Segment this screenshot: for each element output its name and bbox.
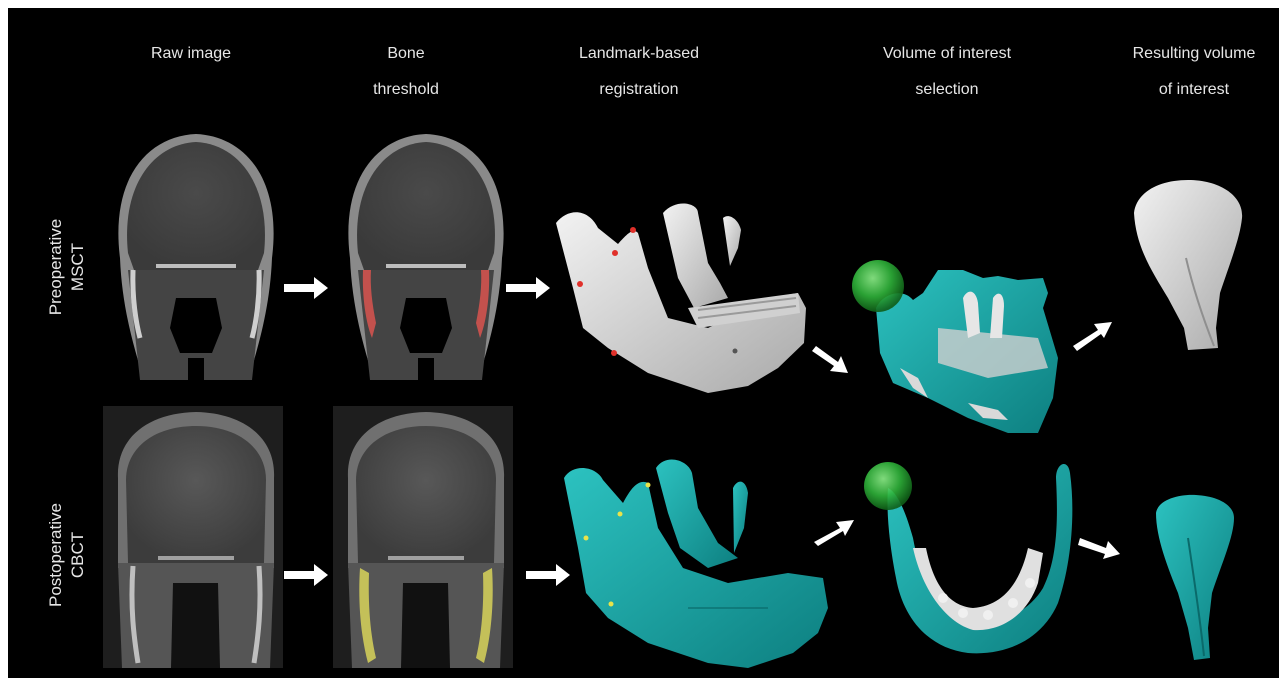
voi-selection-model-pre <box>852 260 1058 433</box>
mandible-model-pre <box>556 204 806 393</box>
arrow-right-icon <box>526 564 570 586</box>
landmark-icon <box>618 512 623 517</box>
ct-slice-raw-post <box>103 406 283 668</box>
ct-slice-threshold-post <box>333 406 513 668</box>
landmark-icon <box>609 602 614 607</box>
condyle-model-post <box>1156 495 1234 660</box>
landmark-icon <box>611 350 617 356</box>
ct-slice-threshold-pre <box>333 128 513 390</box>
voi-selection-model-post <box>864 462 1072 653</box>
arrow-diagonal-down-icon <box>812 346 848 373</box>
mandible-model-post <box>564 460 828 668</box>
arrow-diagonal-up-icon <box>814 520 854 546</box>
figure-graphics <box>8 8 1279 678</box>
arrow-right-icon <box>284 564 328 586</box>
landmark-icon <box>646 483 651 488</box>
figure-panel: Raw image Bone threshold Landmark-based … <box>8 8 1279 678</box>
arrow-right-icon <box>284 277 328 299</box>
landmark-icon <box>577 281 583 287</box>
arrow-diagonal-up-icon <box>1073 322 1112 351</box>
arrow-diagonal-down-icon <box>1078 538 1120 559</box>
landmark-icon <box>612 250 618 256</box>
ct-slice-raw-pre <box>103 128 283 390</box>
landmark-icon <box>584 536 589 541</box>
landmark-icon <box>630 227 636 233</box>
voi-sphere-icon <box>852 260 904 312</box>
condyle-model-pre <box>1134 180 1242 350</box>
voi-sphere-icon <box>864 462 912 510</box>
